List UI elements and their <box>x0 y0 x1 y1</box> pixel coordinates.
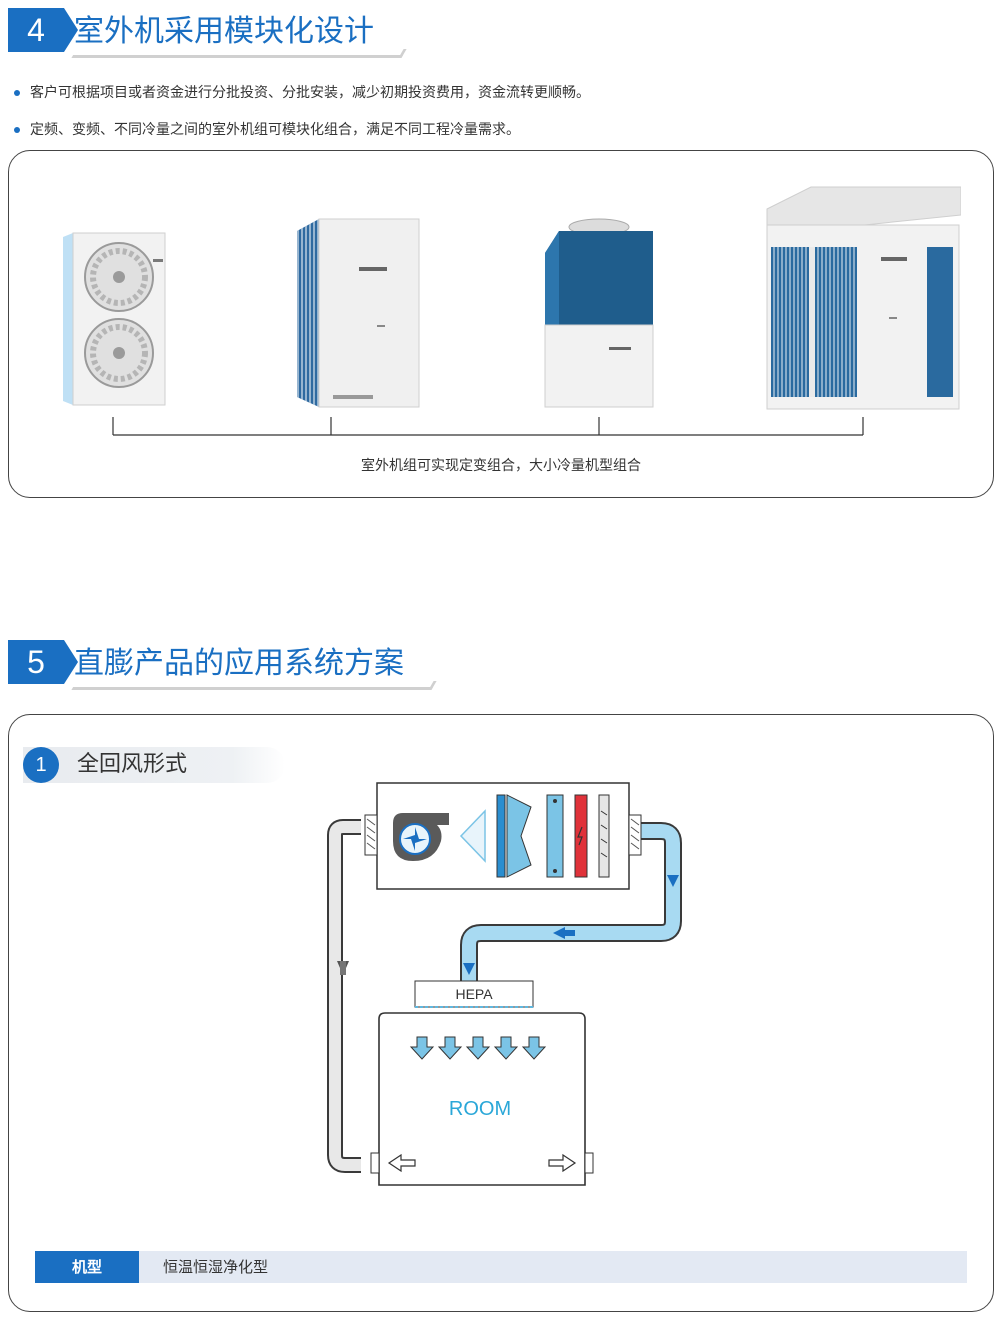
section-4-title: 室外机采用模块化设计 <box>71 10 407 58</box>
hepa-filter-box <box>414 980 534 1008</box>
system-scheme-panel: 1 全回风形式 <box>8 714 994 1312</box>
electric-heater-icon <box>574 794 588 878</box>
subsection-header: 1 全回风形式 <box>23 747 285 783</box>
bullet-dot-icon <box>14 90 20 96</box>
subsection-number: 1 <box>23 747 59 783</box>
supply-flow-arrow-3 <box>463 963 475 975</box>
outdoor-unit-cabinet-image <box>297 218 420 408</box>
supply-flow-arrow-1 <box>667 875 679 887</box>
room-label: ROOM <box>449 1098 511 1120</box>
outdoor-units-panel: 室外机组可实现定变组合，大小冷量机型组合 <box>8 150 994 498</box>
section-4-number: 4 <box>8 8 78 52</box>
spec-value: 恒温恒湿净化型 <box>163 1258 269 1276</box>
subsection-title: 全回风形式 <box>77 752 188 777</box>
pre-filter-icon <box>459 809 486 863</box>
spec-row: 机型 恒温恒湿净化型 <box>35 1251 967 1283</box>
hepa-label: HEPA <box>455 986 493 1002</box>
supply-down-arrows <box>409 1036 547 1060</box>
bullet-text-1: 客户可根据项目或者资金进行分批投资、分批安装，减少初期投资费用，资金流转更顺畅。 <box>30 85 590 101</box>
section-4-title-text: 室外机采用模块化设计 <box>74 14 374 49</box>
supply-flow-arrow-2 <box>553 927 565 939</box>
bullet-text-2: 定频、变频、不同冷量之间的室外机组可模块化组合，满足不同工程冷量需求。 <box>30 122 520 138</box>
bullet-item-2: 定频、变频、不同冷量之间的室外机组可模块化组合，满足不同工程冷量需求。 <box>14 119 520 139</box>
spec-key: 机型 <box>35 1251 139 1283</box>
bullet-dot-icon <box>14 127 20 133</box>
section-5-title-text: 直膨产品的应用系统方案 <box>74 646 404 681</box>
outdoor-unit-large-cabinet-image <box>766 186 961 410</box>
bullet-item-1: 客户可根据项目或者资金进行分批投资、分批安装，减少初期投资费用，资金流转更顺畅。 <box>14 82 590 102</box>
full-return-air-diagram: HEPA ROOM <box>327 782 682 1186</box>
combination-bracket <box>112 417 864 436</box>
outdoor-unit-top-fan-image <box>544 218 654 408</box>
outdoor-unit-fan-image <box>63 232 166 406</box>
humidifier-icon <box>598 794 610 878</box>
combination-caption: 室外机组可实现定变组合，大小冷量机型组合 <box>361 458 641 474</box>
return-air-arrows <box>387 1153 577 1173</box>
section-5-title: 直膨产品的应用系统方案 <box>71 642 437 690</box>
cooling-coil-icon <box>496 794 532 878</box>
section-5-number: 5 <box>8 640 78 684</box>
fan-icon <box>393 813 449 861</box>
heating-coil-icon <box>546 794 564 878</box>
